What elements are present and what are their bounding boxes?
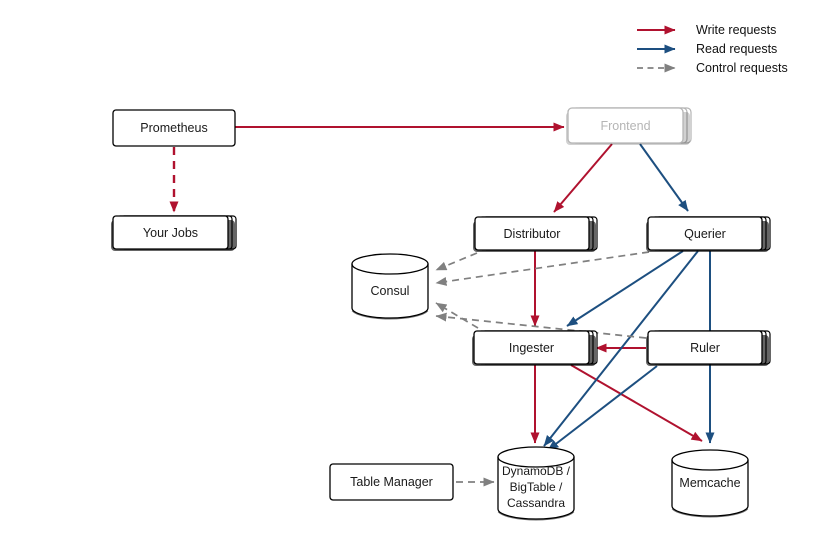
- tablemanager-box-shape: [329, 463, 454, 501]
- consul-cylinder-shape: [351, 253, 429, 320]
- edge-ingester-consul-control: [435, 302, 479, 329]
- yourjobs-box-shape: [111, 215, 237, 251]
- memcache-cylinder-shape: [671, 449, 749, 518]
- legend-label-read: Read requests: [696, 41, 778, 56]
- edge-querier-ingester-read: [566, 250, 684, 327]
- read-arrow-sample-icon: [637, 44, 676, 53]
- legend: Write requests Read requests Control req…: [636, 20, 788, 77]
- frontend-box-shape: [566, 107, 692, 145]
- prometheus-box-shape: [112, 109, 236, 147]
- edge-querier-consul-control: [435, 251, 650, 286]
- edges-group: [169, 122, 715, 487]
- ruler-box-shape: [646, 330, 771, 366]
- legend-row-read: Read requests: [636, 39, 788, 58]
- chunkstore-cylinder-shape: [497, 446, 575, 521]
- edge-frontend-distributor-write: [553, 143, 613, 213]
- edge-ruler-chunkstore-read: [547, 365, 658, 451]
- ingester-box-shape: [472, 330, 598, 366]
- write-arrow-sample-icon: [637, 25, 676, 34]
- legend-row-write: Write requests: [636, 20, 788, 39]
- legend-label-write: Write requests: [696, 22, 777, 37]
- legend-label-control: Control requests: [696, 60, 788, 75]
- edge-ingester-memcache-write: [570, 364, 703, 442]
- querier-box-shape: [646, 216, 771, 252]
- edge-frontend-querier-read: [639, 143, 689, 212]
- legend-row-control: Control requests: [636, 58, 788, 77]
- distributor-box-shape: [473, 216, 598, 252]
- edge-querier-chunkstore-read: [543, 250, 699, 447]
- control-arrow-sample-icon: [637, 63, 676, 72]
- edge-distributor-consul-control: [435, 252, 478, 271]
- node-shapes-group: [111, 107, 771, 521]
